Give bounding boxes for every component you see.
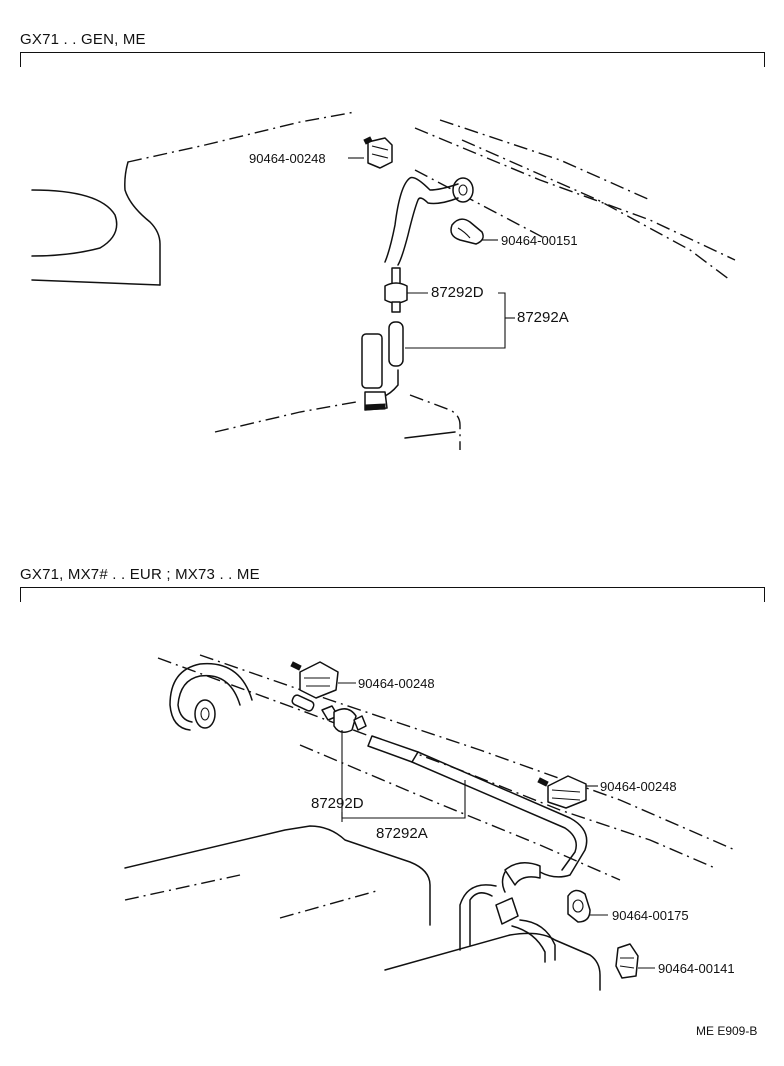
part-number-clip-00248: 90464-00248 [249, 151, 326, 166]
clip-icon [363, 136, 393, 169]
part-number-assembly: 87292A [376, 825, 428, 842]
part-number-clip-00151: 90464-00151 [501, 233, 578, 248]
page-code: ME E909-B [696, 1024, 758, 1038]
section-2-drawing [124, 654, 736, 991]
part-number-valve: 87292D [431, 284, 484, 301]
clip-icon [567, 889, 591, 923]
part-number-clip-00248-left: 90464-00248 [358, 676, 435, 691]
clip-icon [537, 775, 587, 809]
section-2-frame [20, 587, 765, 602]
part-number-clip-00175: 90464-00175 [612, 908, 689, 923]
section-1-drawing [31, 111, 736, 450]
check-valve-icon [384, 267, 408, 313]
part-number-clip-00248-right: 90464-00248 [600, 779, 677, 794]
part-number-clip-00141: 90464-00141 [658, 961, 735, 976]
clip-icon [290, 661, 339, 699]
part-number-assembly: 87292A [517, 309, 569, 326]
check-valve-icon [321, 705, 367, 733]
clip-icon [615, 943, 639, 979]
section-1-title: GX71 . . GEN, ME [20, 31, 146, 48]
section-2-title: GX71, MX7# . . EUR ; MX73 . . ME [20, 566, 260, 583]
section-1-frame [20, 52, 765, 67]
part-number-valve: 87292D [311, 795, 364, 812]
clip-icon [450, 218, 484, 245]
